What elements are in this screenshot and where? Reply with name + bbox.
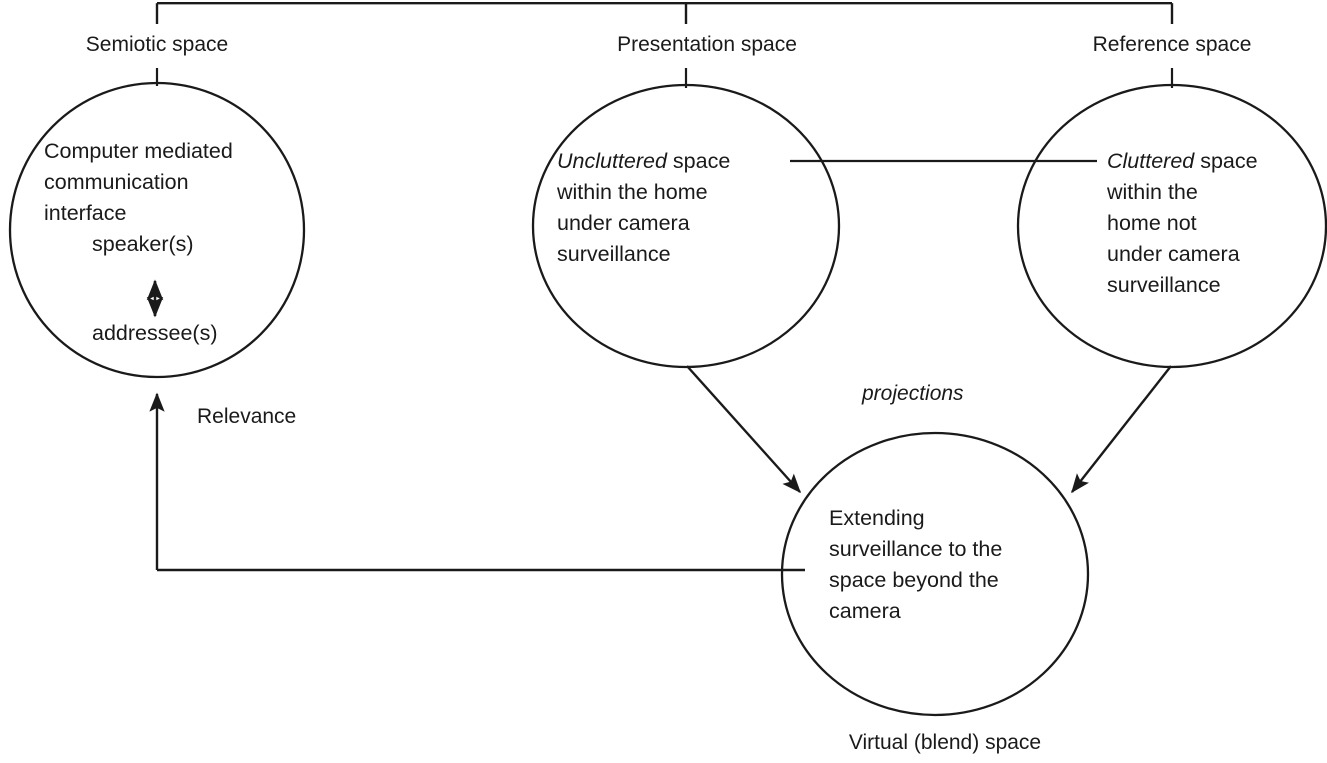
reference-line-4: under camera [1107,242,1240,266]
caption-stubs [155,68,1174,88]
semiotic-space-content: Computer mediated communication interfac… [44,136,233,260]
presentation-line-4: surveillance [557,242,671,266]
label-reference-space: Reference space [1092,33,1252,56]
reference-space-content: Cluttered space within the home not unde… [1107,146,1258,301]
semiotic-line-3: interface [44,201,127,225]
reference-line-5: surveillance [1107,273,1221,297]
reference-line-2: within the [1107,180,1198,204]
reference-line-3: home not [1107,211,1197,235]
presentation-emphasis: Uncluttered [557,149,667,173]
projection-arrow-reference [1071,365,1172,494]
label-semiotic-space: Semiotic space [85,33,229,56]
blend-space-content: Extending surveillance to the space beyo… [829,503,1002,627]
presentation-space-content: Uncluttered space within the home under … [557,146,730,270]
label-relevance: Relevance [197,405,297,428]
blend-line-3: space beyond the [829,568,999,592]
semiotic-addressee-wrap: addressee(s) [44,318,217,349]
projection-arrow-presentation [686,365,801,494]
semiotic-speaker: speaker(s) [92,232,194,256]
presentation-line-2: within the home [557,180,708,204]
semiotic-line-1: Computer mediated [44,139,233,163]
presentation-line-3: under camera [557,211,690,235]
reference-emphasis: Cluttered [1107,149,1195,173]
blend-line-4: camera [829,599,901,623]
semiotic-addressee: addressee(s) [92,321,218,345]
blend-line-1: Extending [829,506,925,530]
semiotic-line-2: communication [44,170,189,194]
reference-line-1-rest: space [1194,149,1258,173]
blend-line-2: surveillance to the [829,537,1003,561]
label-presentation-space: Presentation space [617,33,797,56]
presentation-line-1-rest: space [666,149,731,173]
top-bracket [155,2,1174,24]
label-blend-space: Virtual (blend) space [848,731,1042,754]
label-projections: projections [862,382,964,405]
